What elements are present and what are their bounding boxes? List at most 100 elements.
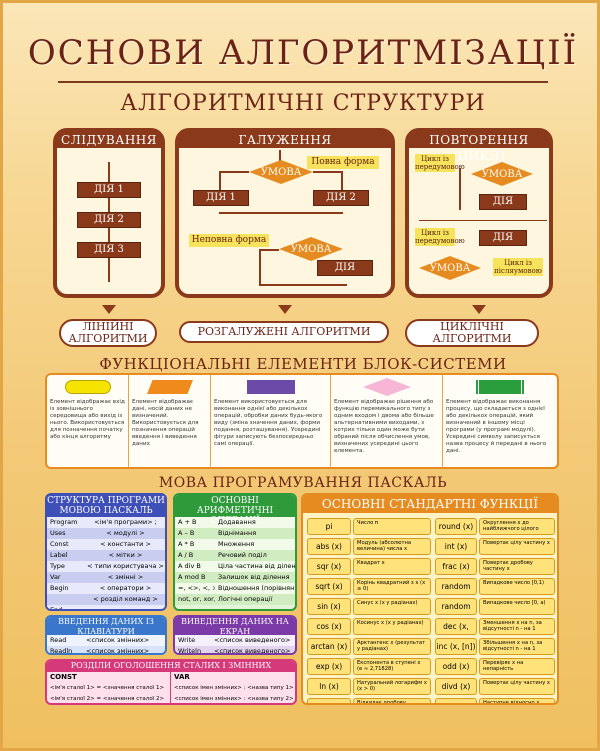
std-function-description: Збільшення x на n, за відсутності n - на…	[479, 637, 555, 655]
output-row-value: <список виведеного>	[214, 636, 291, 644]
std-function-name: pi	[307, 517, 351, 535]
structure-row-key: Const	[50, 540, 69, 548]
process-shape-icon	[247, 380, 295, 394]
loop-title: ПОВТОРЕННЯ (ЦИКЛ)	[409, 132, 549, 163]
std-function-description: Число π	[353, 517, 431, 535]
arith-row-key: A * B	[178, 540, 195, 548]
terminator-shape-icon	[65, 380, 111, 394]
output-row-value: <список виведеного>	[214, 647, 291, 655]
std-function-description: Квадрат x	[353, 557, 431, 575]
std-function-description: Натуральний логарифм x (x > 0)	[353, 677, 431, 695]
loop-pre-note: Цикл із передумовою	[415, 154, 465, 172]
structure-row-value	[83, 605, 165, 609]
func-col-data: Елемент відображає дані, носій даних не …	[129, 375, 211, 467]
structure-row: < розділ команд >	[47, 594, 165, 605]
arith-row-value: Ціла частина від ділення	[218, 562, 295, 570]
std-function-description: Корінь квадратний з x (x ≥ 0)	[353, 577, 431, 595]
loop-panel: ПОВТОРЕННЯ (ЦИКЛ) Цикл із передумовою УМ…	[405, 128, 553, 298]
input-row-key: Readln	[50, 647, 73, 655]
std-function-description: Арктангенс x (результат у радіанах)	[353, 637, 431, 655]
branch-short-left	[259, 249, 279, 251]
func-desc-process: Елемент використовується для виконання о…	[214, 399, 323, 447]
sequence-title: СЛІДУВАННЯ	[57, 132, 161, 148]
arith-row-value: Логічні операції	[218, 595, 273, 603]
structure-row-key: Label	[50, 551, 68, 559]
std-function-row: abs (x)Модуль (абсолютна величина) числа…	[307, 537, 431, 555]
std-function-description: Зменшення x на n, за відсутності n - на …	[479, 617, 555, 635]
func-desc-data: Елемент відображає дані, носій даних не …	[132, 399, 199, 447]
std-function-description: Повертає цілу частину x	[479, 537, 555, 555]
std-function-row: random (a)Випадкове число [0, a)	[435, 597, 555, 626]
sequence-panel: СЛІДУВАННЯ ДІЯ 1 ДІЯ 2 ДІЯ 3	[53, 128, 165, 298]
std-function-name: abs (x)	[307, 537, 351, 555]
program-structure-table: СТРУКТУРА ПРОГРАМИ МОВОЮ ПАСКАЛЬ Program…	[45, 493, 167, 611]
loop-post-act: ДІЯ	[479, 230, 527, 246]
branching-panel: ГАЛУЖЕННЯ УМОВА Повна форма ДІЯ 1 ДІЯ 2 …	[175, 128, 395, 298]
var-column: VAR <список імен змінних> : <назва типу …	[171, 672, 295, 703]
std-function-description: Синус x (x у радіанах)	[353, 597, 431, 615]
std-function-description: Повертає дробову частину x	[479, 557, 555, 575]
cyclic-algorithms-label: ЦИКЛІЧНІ АЛГОРИТМИ	[405, 319, 539, 347]
structure-row-value: < розділ команд >	[93, 595, 158, 603]
std-function-name: dec (x, [n])	[435, 617, 477, 646]
title-divider	[58, 81, 548, 83]
std-function-row: inc (x, [n])Збільшення x на n, за відсут…	[435, 637, 555, 655]
arith-row-value: Додавання	[218, 518, 256, 526]
structure-row-value: < модулі >	[106, 529, 145, 537]
std-function-row: arctan (x)Арктангенс x (результат у раді…	[307, 637, 431, 655]
std-function-row: ln (x)Натуральний логарифм x (x > 0)	[307, 677, 431, 695]
branch-left-line	[219, 171, 249, 173]
func-desc-predefined: Елемент відображає виконання процесу, що…	[446, 399, 547, 454]
arith-row: not, or, xor, inЛогічні операції	[175, 594, 295, 605]
arith-row-value: Відношення (порівняння)	[218, 584, 295, 592]
std-function-row: succ (x)Наступне відносно x значення в й…	[435, 697, 555, 703]
structure-row: End.	[47, 605, 165, 609]
std-function-row: trunc (x)Відкидає дробову частину x	[307, 697, 431, 703]
branch-right-down	[341, 171, 343, 191]
output-row: Write <список виведеного>	[175, 635, 295, 646]
func-col-predefined: Елемент відображає виконання процесу, що…	[443, 375, 557, 467]
structure-row-value: < оператори >	[99, 584, 152, 592]
const-row-1: <ім'я сталої 1> = <значення сталої 1>	[50, 685, 165, 691]
program-structure-title: СТРУКТУРА ПРОГРАМИ МОВОЮ ПАСКАЛЬ	[47, 495, 165, 517]
structure-row: Program<ім'я програми> ;	[47, 517, 165, 528]
std-function-name: succ (x)	[435, 697, 477, 703]
decision-shape-icon	[363, 378, 411, 396]
output-row-key: Write	[178, 636, 196, 644]
input-rows: Read<список змінних>Readln<список змінни…	[47, 635, 165, 655]
branch-left-down	[219, 171, 221, 191]
linear-algorithms-label: ЛІНІЙНІ АЛГОРИТМИ	[59, 319, 157, 347]
std-function-name: sqrt (x)	[307, 577, 351, 595]
sequence-act-3: ДІЯ 3	[77, 242, 141, 258]
functional-elements-box: Елемент відображає вхід із зовнішнього с…	[45, 373, 559, 469]
data-shape-icon	[147, 380, 193, 394]
branch-short-condition: УМОВА	[279, 237, 343, 261]
std-function-description: Косинус x (x у радіанах)	[353, 617, 431, 635]
declarations-body: CONST <ім'я сталої 1> = <значення сталої…	[47, 672, 295, 703]
structure-row-value: < змінні >	[107, 573, 144, 581]
branch-act-1: ДІЯ 1	[193, 190, 249, 206]
loop-pre-loopback	[459, 168, 461, 210]
const-head: CONST	[50, 673, 77, 681]
std-function-row: odd (x)Перевіряє x на непарність	[435, 657, 555, 675]
structure-row-key: Type	[50, 562, 65, 570]
std-function-row: cos (x)Косинус x (x у радіанах)	[307, 617, 431, 635]
structure-row-value: <ім'я програми> ;	[94, 518, 157, 526]
branch-short-left-down	[259, 249, 261, 285]
arith-row-key: A – B	[178, 529, 195, 537]
program-structure-rows: Program<ім'я програми> ;Uses< модулі >Co…	[47, 517, 165, 609]
declarations-table: РОЗДІЛИ ОГОЛОШЕННЯ СТАЛИХ І ЗМІННИХ CONS…	[45, 659, 297, 705]
loop-arrow-icon	[472, 305, 486, 314]
structure-row-key	[47, 594, 83, 605]
std-function-row: sqrt (x)Корінь квадратний з x (x ≥ 0)	[307, 577, 431, 595]
branching-title: ГАЛУЖЕННЯ	[179, 132, 391, 148]
output-row: Writeln<список виведеного>	[175, 646, 295, 655]
